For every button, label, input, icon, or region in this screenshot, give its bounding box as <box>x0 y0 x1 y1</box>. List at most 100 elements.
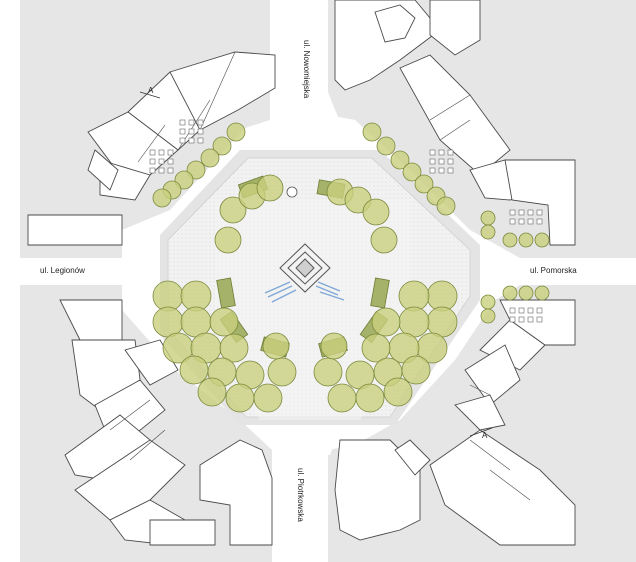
tree-canopy-icon <box>320 332 348 360</box>
tree-canopy-icon <box>361 333 391 363</box>
cafe-table-icon <box>518 209 525 216</box>
tree-canopy-icon <box>414 174 434 194</box>
street-label-east: ul. Pomorska <box>530 266 577 275</box>
cafe-table-icon <box>179 119 186 126</box>
cafe-table-icon <box>518 307 525 314</box>
tree-canopy-icon <box>214 226 242 254</box>
tree-canopy-icon <box>253 383 283 413</box>
tree-canopy-icon <box>179 355 209 385</box>
cafe-table-icon <box>447 149 454 156</box>
cafe-table-icon <box>158 167 165 174</box>
tree-canopy-icon <box>398 280 430 312</box>
cafe-table-icon <box>536 209 543 216</box>
cafe-table-icon <box>197 137 204 144</box>
cafe-table-icon <box>438 167 445 174</box>
cafe-table-icon <box>149 167 156 174</box>
cafe-table-icon <box>197 128 204 135</box>
tree-canopy-icon <box>390 150 410 170</box>
cafe-table-icon <box>518 218 525 225</box>
section-marker-nw: A <box>139 86 161 99</box>
tree-canopy-icon <box>267 357 297 387</box>
tree-canopy-icon <box>502 232 518 248</box>
water-jets <box>264 281 345 303</box>
tree-canopy-icon <box>376 136 396 156</box>
tree-canopy-icon <box>219 333 249 363</box>
cafe-table-icon <box>536 307 543 314</box>
tree-canopy-icon <box>426 306 458 338</box>
cafe-table-icon <box>197 119 204 126</box>
section-label-se: A <box>482 431 488 440</box>
tree-canopy-icon <box>152 280 184 312</box>
tree-canopy-icon <box>502 285 518 301</box>
cafe-table-icon <box>149 158 156 165</box>
tree-canopy-icon <box>256 174 284 202</box>
cafe-table-icon <box>509 218 516 225</box>
cafe-table-icon <box>527 209 534 216</box>
cafe-table-icon <box>179 137 186 144</box>
tree-canopy-icon <box>398 306 430 338</box>
tree-canopy-icon <box>180 306 212 338</box>
tree-canopy-icon <box>436 196 456 216</box>
tree-canopy-icon <box>219 196 247 224</box>
tree-canopy-icon <box>534 232 550 248</box>
tree-canopy-icon <box>362 122 382 142</box>
tree-canopy-icon <box>262 332 290 360</box>
cafe-table-icon <box>167 167 174 174</box>
cafe-table-icon <box>167 149 174 156</box>
tree-canopy-icon <box>212 136 232 156</box>
section-marker-se: A <box>469 427 493 440</box>
tree-canopy-icon <box>480 210 496 226</box>
cafe-table-icon <box>527 218 534 225</box>
cafe-table-icon <box>447 167 454 174</box>
street-label-south: ul. Piotrkowska <box>296 468 305 522</box>
cafe-table-icon <box>509 307 516 314</box>
tree-canopy-icon <box>402 162 422 182</box>
tree-canopy-icon <box>200 148 220 168</box>
tree-canopy-icon <box>534 285 550 301</box>
kiosk <box>286 186 298 198</box>
tree-canopy-icon <box>355 383 385 413</box>
tree-canopy-icon <box>197 377 227 407</box>
cafe-table-icon <box>527 316 534 323</box>
tree-canopy-icon <box>480 294 496 310</box>
cafe-table-icon <box>188 137 195 144</box>
tree-canopy-icon <box>226 122 246 142</box>
tree-canopy-icon <box>327 383 357 413</box>
cafe-table-icon <box>509 316 516 323</box>
cafe-table-icon <box>527 307 534 314</box>
cafe-table-icon <box>167 158 174 165</box>
cafe-table-icon <box>536 218 543 225</box>
tree-canopy-icon <box>152 306 184 338</box>
street-label-north: ul. Nowomiejska <box>302 40 311 99</box>
cafe-table-icon <box>429 167 436 174</box>
tree-canopy-icon <box>480 308 496 324</box>
tree-canopy-icon <box>152 188 172 208</box>
cafe-table-icon <box>429 158 436 165</box>
tree-canopy-icon <box>225 383 255 413</box>
tree-canopy-icon <box>180 280 212 312</box>
diamond-monument-icon <box>279 243 331 293</box>
cafe-table-icon <box>536 316 543 323</box>
cafe-table-icon <box>158 149 165 156</box>
trees <box>152 122 550 413</box>
tree-canopy-icon <box>426 280 458 312</box>
cafe-table-icon <box>188 128 195 135</box>
tree-canopy-icon <box>401 355 431 385</box>
street-label-west: ul. Legionów <box>40 266 85 275</box>
tree-canopy-icon <box>480 224 496 240</box>
cafe-table-icon <box>438 149 445 156</box>
section-label-nw: A <box>148 86 154 95</box>
tree-canopy-icon <box>518 285 534 301</box>
tree-canopy-icon <box>518 232 534 248</box>
cafe-table-icon <box>518 316 525 323</box>
tree-canopy-icon <box>371 307 401 337</box>
cafe-table-icon <box>438 158 445 165</box>
tree-canopy-icon <box>209 307 239 337</box>
cafe-table-icon <box>429 149 436 156</box>
cafe-table-icon <box>179 128 186 135</box>
cafe-seating <box>149 119 543 323</box>
cafe-table-icon <box>188 119 195 126</box>
tree-canopy-icon <box>383 377 413 407</box>
